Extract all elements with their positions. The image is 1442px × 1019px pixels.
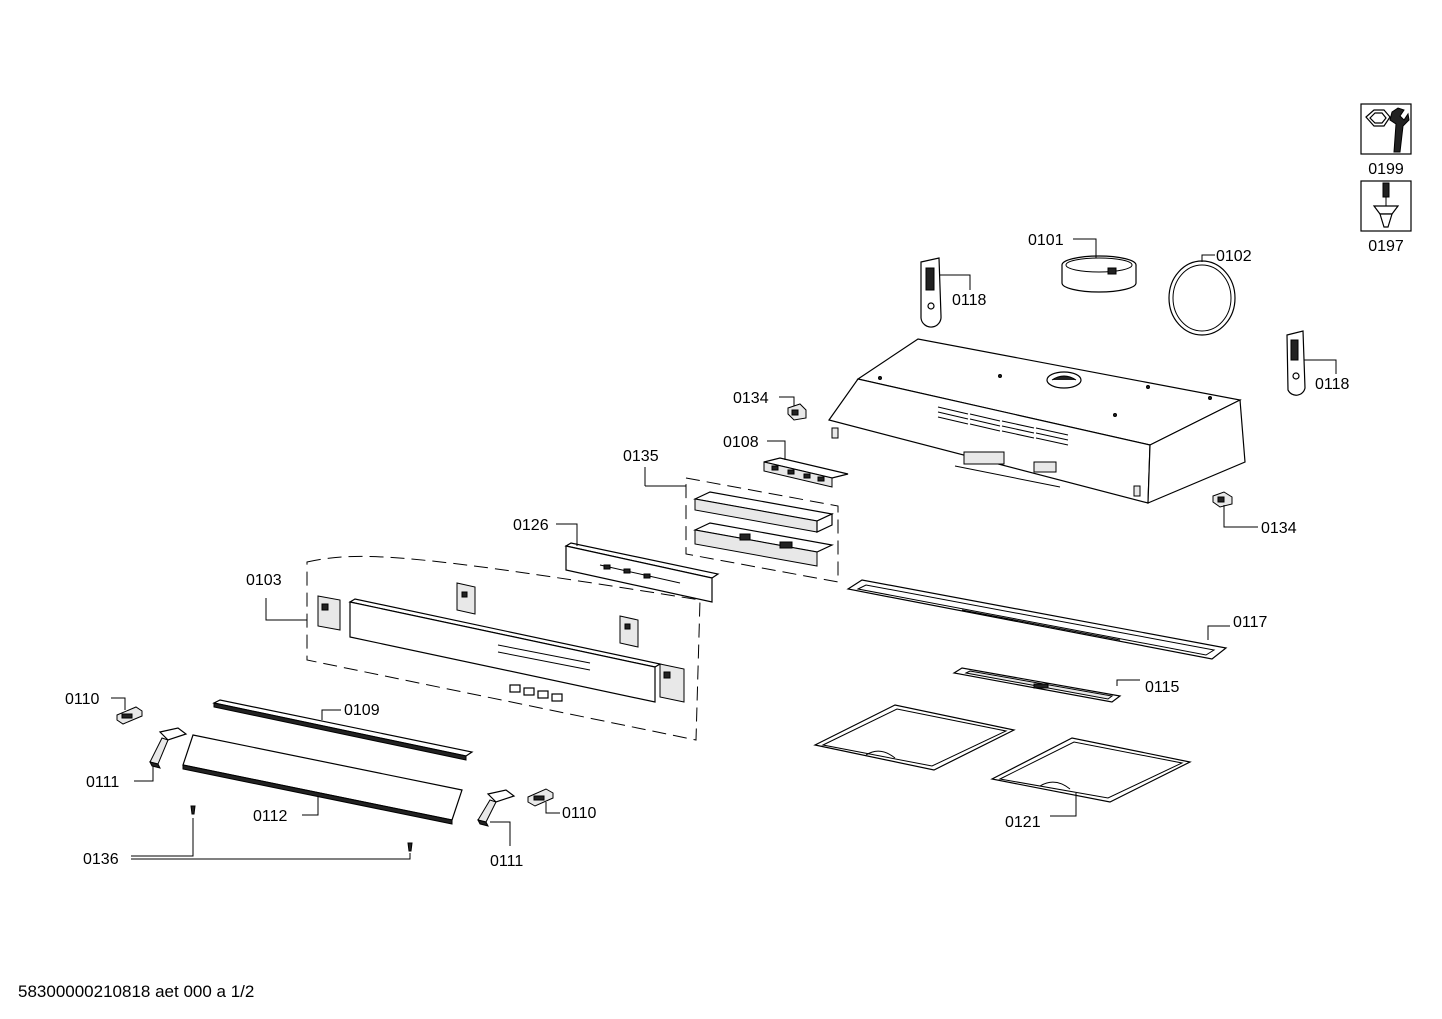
leader-0109 bbox=[321, 709, 341, 720]
control-housing-part bbox=[685, 477, 839, 583]
callout-0108: 0108 bbox=[723, 434, 759, 451]
callout-0110-left: 0110 bbox=[65, 691, 100, 708]
callout-0134-right: 0134 bbox=[1261, 520, 1297, 537]
grease-filter-left-part bbox=[813, 704, 1016, 771]
callout-0136: 0136 bbox=[83, 851, 119, 868]
leader-0134-right bbox=[1223, 505, 1258, 528]
leader-0101 bbox=[1073, 238, 1097, 258]
leader-0136-a bbox=[131, 818, 194, 857]
glass-panel-part bbox=[182, 734, 463, 825]
callout-0102: 0102 bbox=[1216, 248, 1252, 265]
side-holder-left-part bbox=[149, 727, 188, 769]
leader-0135 bbox=[645, 485, 687, 497]
leader-0121 bbox=[1050, 793, 1077, 817]
callout-0118-left: 0118 bbox=[952, 292, 987, 309]
screws-part bbox=[190, 805, 413, 852]
end-cap-right-part bbox=[527, 788, 554, 807]
callout-0126: 0126 bbox=[513, 517, 549, 534]
nut-and-wrench-icon bbox=[1360, 103, 1412, 155]
callout-0135: 0135 bbox=[623, 448, 659, 465]
callout-0111-left: 0111 bbox=[86, 774, 119, 791]
leader-0115 bbox=[1116, 679, 1140, 686]
leader-0110-right bbox=[545, 802, 560, 814]
tool-label-0197: 0197 bbox=[1368, 238, 1404, 255]
filter-frame-part bbox=[846, 579, 1228, 660]
leader-0108 bbox=[767, 440, 786, 460]
callout-0115: 0115 bbox=[1145, 679, 1180, 696]
leader-0111-left bbox=[134, 766, 154, 782]
end-cap-left-part bbox=[116, 706, 143, 725]
leader-0118-left bbox=[939, 274, 971, 290]
clip-top-part bbox=[787, 403, 807, 421]
push-buttons-part bbox=[509, 684, 563, 702]
leader-0111-right bbox=[490, 821, 511, 846]
leader-0110-left bbox=[111, 697, 126, 710]
leader-0102 bbox=[1201, 254, 1215, 262]
callout-0134-top: 0134 bbox=[733, 390, 769, 407]
callout-0101: 0101 bbox=[1028, 232, 1064, 249]
control-panel-part bbox=[564, 542, 720, 603]
duct-collar-part bbox=[1061, 255, 1137, 293]
seal-strip-part bbox=[212, 699, 474, 761]
screwdriver-icon bbox=[1360, 180, 1412, 232]
side-holder-right-part bbox=[477, 789, 516, 827]
wall-bracket-right-part bbox=[1286, 330, 1306, 396]
callout-0118-right: 0118 bbox=[1315, 376, 1350, 393]
callout-0111-right: 0111 bbox=[490, 853, 523, 870]
front-frame-assembly-part bbox=[306, 555, 701, 741]
callout-0110-right: 0110 bbox=[562, 805, 597, 822]
leader-0118-right bbox=[1304, 359, 1337, 374]
ring-seal-part bbox=[1168, 260, 1236, 336]
tool-label-0199: 0199 bbox=[1368, 161, 1404, 178]
leader-0112 bbox=[302, 796, 319, 816]
control-board-part bbox=[763, 457, 849, 488]
grease-filter-right-part bbox=[990, 737, 1192, 803]
drawing-footer-id: 58300000210818 aet 000 a 1/2 bbox=[18, 982, 255, 1001]
callout-0117: 0117 bbox=[1233, 614, 1268, 631]
leader-0136-b bbox=[131, 853, 411, 860]
wall-bracket-left-part bbox=[920, 257, 942, 328]
callout-0109: 0109 bbox=[344, 702, 380, 719]
hood-body-part bbox=[828, 338, 1246, 504]
light-cover-part bbox=[952, 667, 1122, 703]
callout-0112: 0112 bbox=[253, 808, 288, 825]
callout-0121: 0121 bbox=[1005, 814, 1041, 831]
callout-0103: 0103 bbox=[246, 572, 282, 589]
leader-0134-top bbox=[779, 396, 795, 406]
clip-right-part bbox=[1212, 491, 1233, 508]
leader-0117 bbox=[1207, 625, 1230, 640]
leader-0126 bbox=[556, 523, 578, 546]
leader-0103 bbox=[265, 598, 307, 621]
